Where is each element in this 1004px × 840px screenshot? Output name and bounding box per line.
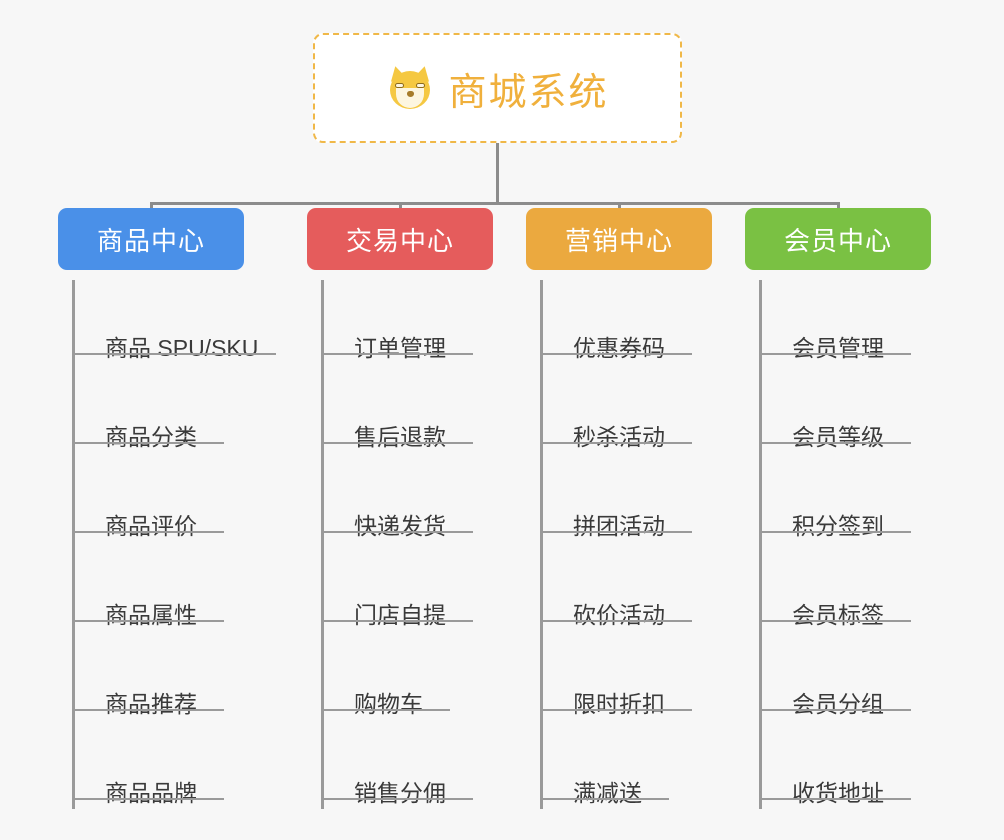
leaf-item-label: 商品推荐 [105, 691, 197, 718]
leaf-underline [72, 442, 224, 444]
leaf-item-label: 商品评价 [105, 513, 197, 540]
leaf-item[interactable]: 秒杀活动 [540, 369, 669, 458]
leaf-item[interactable]: 商品 SPU/SKU [72, 280, 262, 369]
leaf-underline [540, 709, 692, 711]
leaf-underline [759, 709, 911, 711]
leaf-item[interactable]: 商品分类 [72, 369, 201, 458]
leaf-item-label: 商品 SPU/SKU [105, 335, 259, 362]
leaf-underline [759, 353, 911, 355]
leaf-item-label: 会员分组 [792, 691, 884, 718]
leaf-item[interactable]: 会员标签 [759, 547, 888, 636]
leaf-item[interactable]: 购物车 [321, 636, 427, 725]
connector-spine-trade-center [321, 280, 324, 809]
leaf-underline [759, 620, 911, 622]
leaf-item[interactable]: 销售分佣 [321, 725, 450, 814]
connector-root-stem [496, 143, 499, 205]
leaf-item-label: 限时折扣 [573, 691, 665, 718]
leaf-item-label: 购物车 [354, 691, 423, 718]
leaf-item-label: 满减送 [573, 780, 642, 807]
leaf-underline [72, 709, 224, 711]
leaf-item[interactable]: 商品评价 [72, 458, 201, 547]
leaf-item-label: 秒杀活动 [573, 424, 665, 451]
category-box-product-center[interactable]: 商品中心 [58, 208, 244, 270]
leaf-item-label: 会员管理 [792, 335, 884, 362]
leaf-item[interactable]: 满减送 [540, 725, 646, 814]
leaf-item-label: 售后退款 [354, 424, 446, 451]
leaf-item[interactable]: 商品属性 [72, 547, 201, 636]
leaf-item-label: 会员标签 [792, 602, 884, 629]
leaf-underline [321, 442, 473, 444]
leaf-item[interactable]: 订单管理 [321, 280, 450, 369]
leaf-item-label: 积分签到 [792, 513, 884, 540]
leaf-item[interactable]: 售后退款 [321, 369, 450, 458]
leaf-underline [321, 709, 450, 711]
leaf-item-label: 商品品牌 [105, 780, 197, 807]
leaf-item-label: 优惠券码 [573, 335, 665, 362]
leaf-underline [540, 442, 692, 444]
leaf-item[interactable]: 商品推荐 [72, 636, 201, 725]
leaf-underline [72, 620, 224, 622]
category-label-trade-center: 交易中心 [345, 225, 454, 256]
category-label-member-center: 会员中心 [783, 225, 892, 256]
leaf-item-label: 销售分佣 [354, 780, 446, 807]
category-label-marketing-center: 营销中心 [564, 225, 673, 256]
connector-spine-product-center [72, 280, 75, 809]
leaf-item[interactable]: 积分签到 [759, 458, 888, 547]
leaf-item[interactable]: 砍价活动 [540, 547, 669, 636]
leaf-item-label: 会员等级 [792, 424, 884, 451]
leaf-underline [321, 798, 473, 800]
leaf-underline [72, 798, 224, 800]
leaf-underline [321, 620, 473, 622]
root-node-title: 商城系统 [448, 71, 609, 114]
leaf-item[interactable]: 快递发货 [321, 458, 450, 547]
leaf-underline [540, 798, 669, 800]
leaf-underline [540, 620, 692, 622]
leaf-item-label: 收货地址 [792, 780, 884, 807]
leaf-item-label: 门店自提 [354, 602, 446, 629]
leaf-item-label: 订单管理 [354, 335, 446, 362]
leaf-underline [321, 353, 473, 355]
connector-spine-marketing-center [540, 280, 543, 809]
leaf-item[interactable]: 会员分组 [759, 636, 888, 725]
leaf-item[interactable]: 商品品牌 [72, 725, 201, 814]
shiba-dog-icon [386, 64, 434, 112]
leaf-underline [540, 531, 692, 533]
leaf-underline [759, 798, 911, 800]
leaf-underline [759, 531, 911, 533]
leaf-item-label: 商品分类 [105, 424, 197, 451]
leaf-item[interactable]: 限时折扣 [540, 636, 669, 725]
category-box-marketing-center[interactable]: 营销中心 [526, 208, 712, 270]
leaf-item[interactable]: 门店自提 [321, 547, 450, 636]
leaf-underline [72, 353, 276, 355]
leaf-item[interactable]: 会员等级 [759, 369, 888, 458]
leaf-item-label: 快递发货 [354, 513, 446, 540]
leaf-underline [72, 531, 224, 533]
connector-spine-member-center [759, 280, 762, 809]
connector-horizontal-bus [150, 202, 840, 205]
leaf-item[interactable]: 拼团活动 [540, 458, 669, 547]
leaf-item-label: 商品属性 [105, 602, 197, 629]
category-box-member-center[interactable]: 会员中心 [745, 208, 931, 270]
leaf-underline [540, 353, 692, 355]
leaf-item[interactable]: 会员管理 [759, 280, 888, 369]
category-box-trade-center[interactable]: 交易中心 [307, 208, 493, 270]
category-label-product-center: 商品中心 [96, 225, 205, 256]
leaf-item-label: 拼团活动 [573, 513, 665, 540]
leaf-item[interactable]: 优惠券码 [540, 280, 669, 369]
leaf-underline [321, 531, 473, 533]
leaf-item[interactable]: 收货地址 [759, 725, 888, 814]
leaf-item-label: 砍价活动 [573, 602, 665, 629]
leaf-underline [759, 442, 911, 444]
root-node-mall-system[interactable]: 商城系统 [313, 33, 682, 143]
